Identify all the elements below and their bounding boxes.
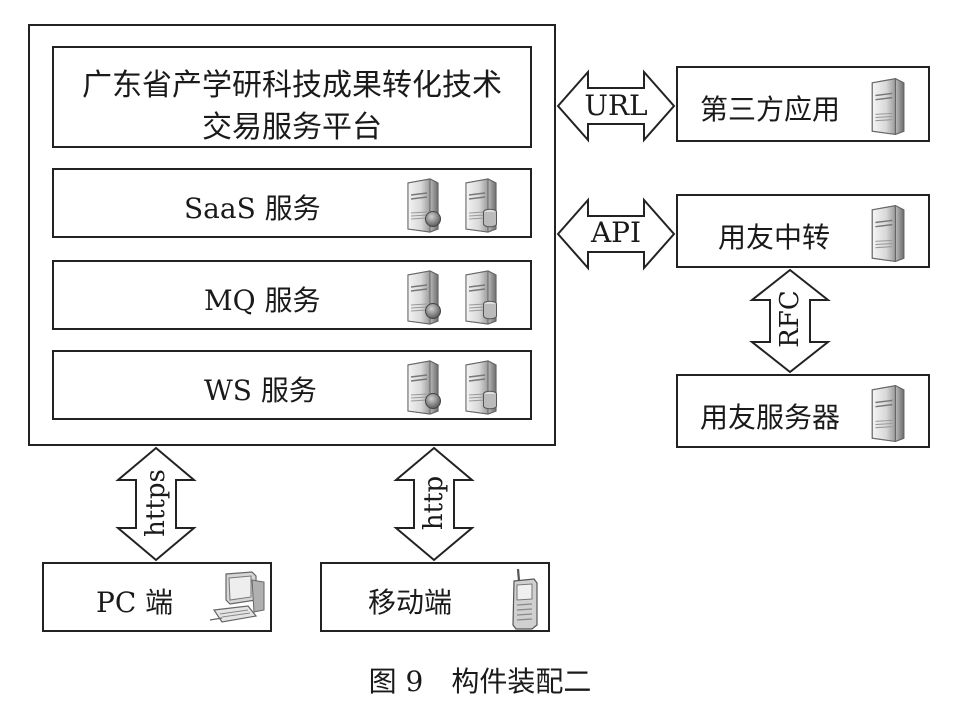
yonyou-server-label: 用友服务器 <box>700 401 841 434</box>
server-icon <box>866 76 908 136</box>
api-label: API <box>590 216 642 249</box>
mobile-phone-icon <box>510 566 540 632</box>
server-icon <box>866 383 908 443</box>
platform-title-line1: 广东省产学研科技成果转化技术 <box>82 68 502 103</box>
desktop-computer-icon <box>208 568 268 628</box>
mobile-client-label: 移动端 <box>368 586 453 619</box>
mq-service-box: MQ 服务 <box>52 260 532 330</box>
third-party-app-box: 第三方应用 <box>676 66 930 142</box>
api-double-arrow <box>556 197 676 271</box>
third-party-app-label: 第三方应用 <box>700 93 841 126</box>
ws-service-box: WS 服务 <box>52 350 532 420</box>
globe-icon <box>425 303 441 319</box>
figure-caption: 图 9 构件装配二 <box>368 665 592 698</box>
mq-service-label: MQ 服务 <box>204 284 321 317</box>
yonyou-relay-box: 用友中转 <box>676 194 930 268</box>
platform-title-line2: 交易服务平台 <box>202 110 382 145</box>
pc-client-label: PC 端 <box>96 586 174 619</box>
pc-client-box: PC 端 <box>42 562 272 632</box>
globe-icon <box>425 393 441 409</box>
mobile-client-box: 移动端 <box>320 562 550 632</box>
yonyou-relay-label: 用友中转 <box>718 221 831 254</box>
http-label: http <box>419 475 449 531</box>
rfc-double-arrow <box>749 268 831 374</box>
database-icon <box>483 300 497 320</box>
yonyou-server-box: 用友服务器 <box>676 374 930 448</box>
https-label: https <box>141 469 171 537</box>
url-label: URL <box>584 89 648 122</box>
globe-icon <box>425 211 441 227</box>
rfc-label: RFC <box>775 290 805 348</box>
http-double-arrow <box>393 446 475 562</box>
server-icon <box>866 203 908 263</box>
https-double-arrow <box>115 446 197 562</box>
saas-service-label: SaaS 服务 <box>184 192 321 225</box>
database-icon <box>483 208 497 228</box>
saas-service-box: SaaS 服务 <box>52 168 532 238</box>
ws-service-label: WS 服务 <box>204 374 317 407</box>
database-icon <box>483 390 497 410</box>
url-double-arrow <box>556 69 676 143</box>
platform-title-box: 广东省产学研科技成果转化技术 交易服务平台 <box>52 46 532 148</box>
